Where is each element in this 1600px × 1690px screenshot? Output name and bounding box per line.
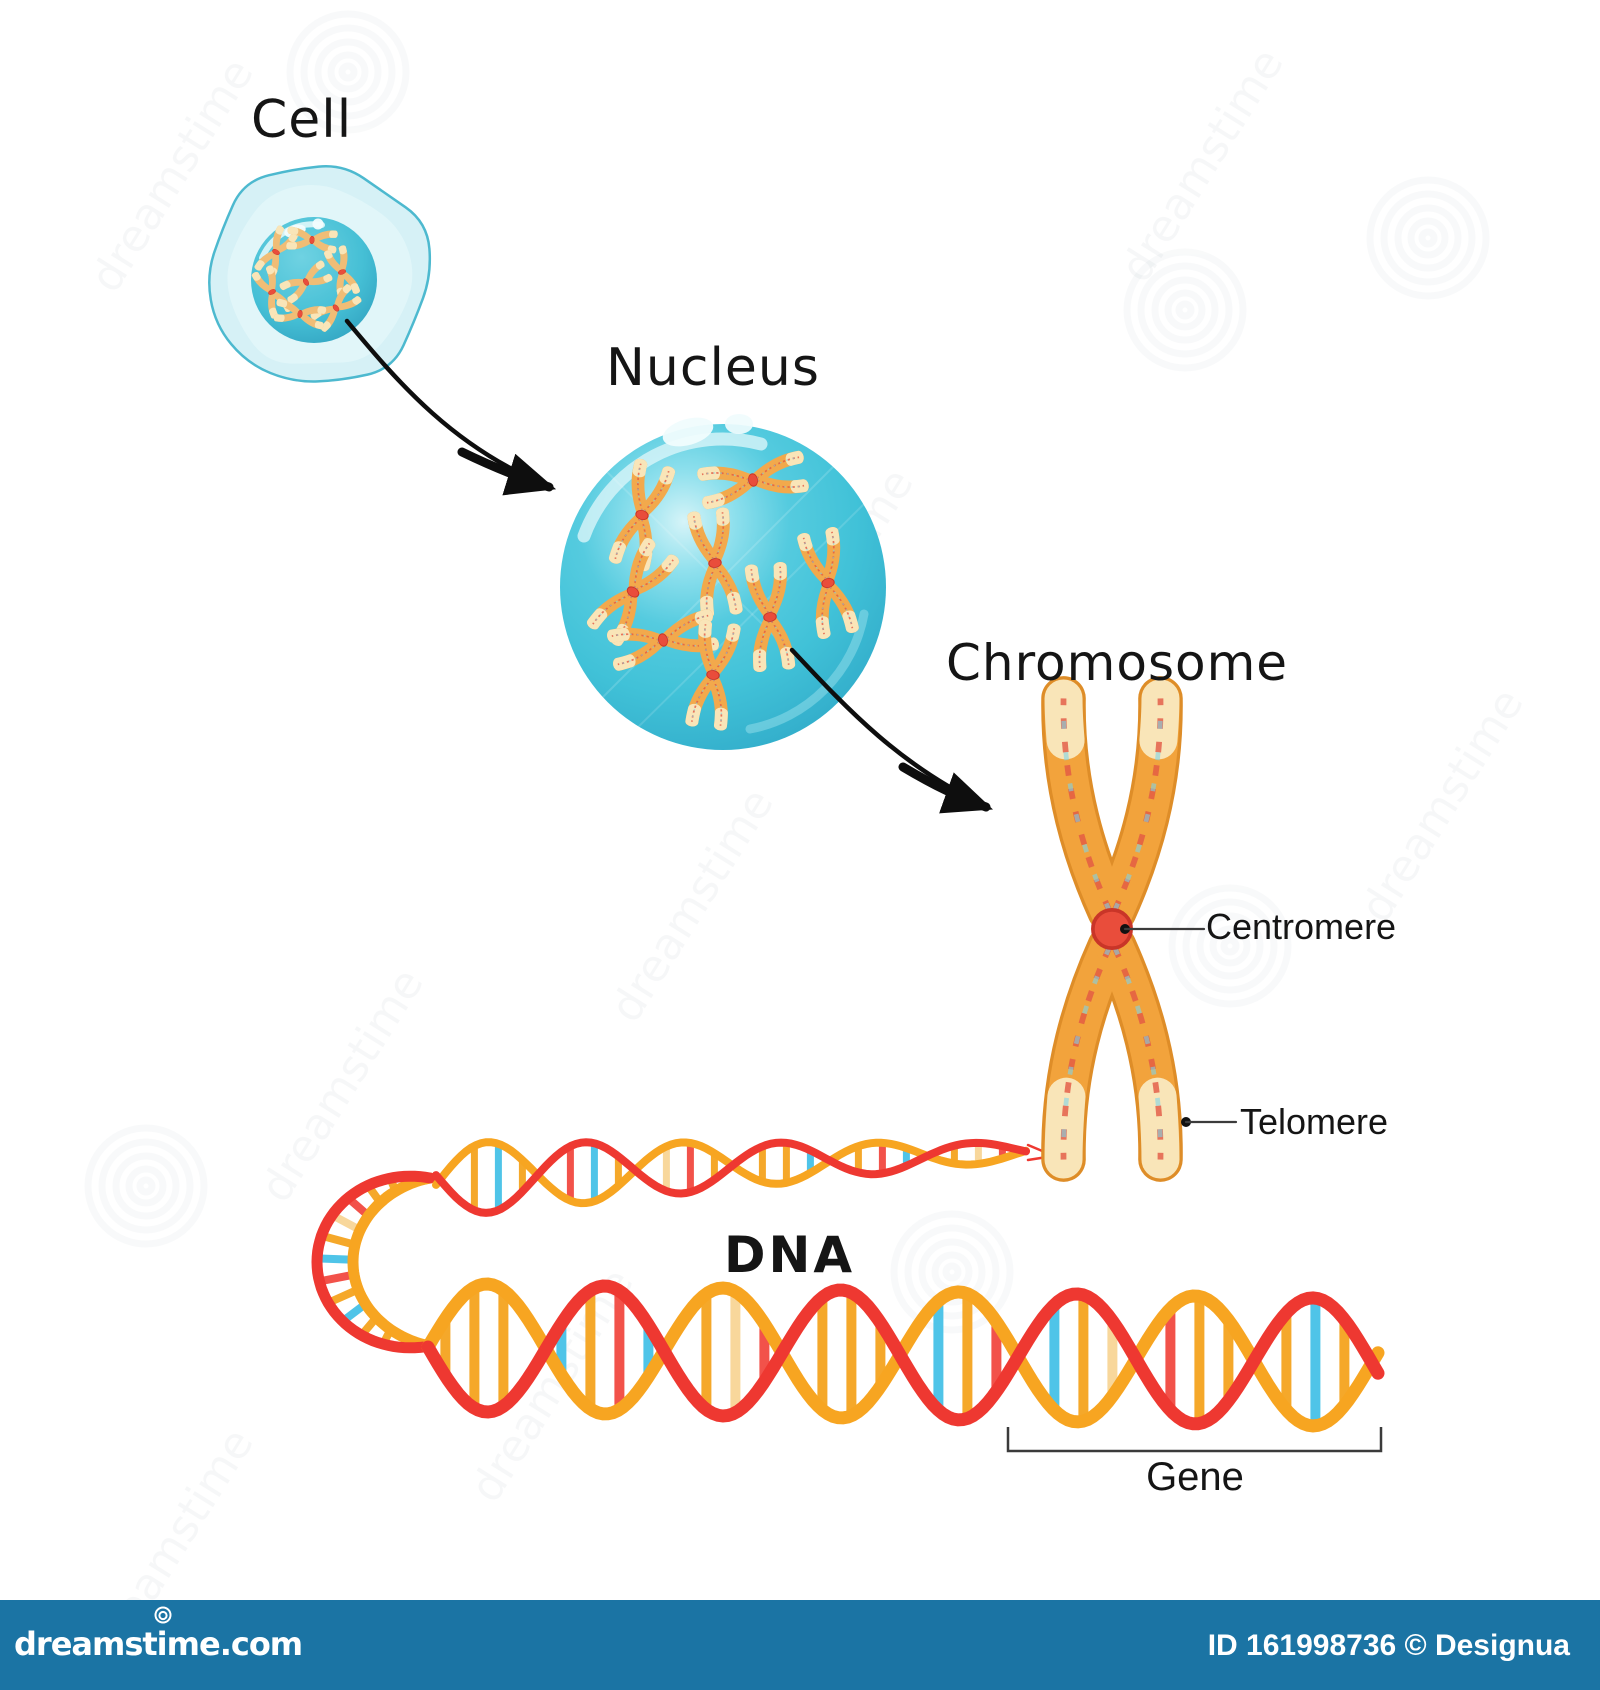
dreamstime-logo: dreamstime.com [14,1625,303,1663]
mini-chromosome [797,527,859,639]
cell-label: Cell [251,90,353,150]
mini-chromosome [586,538,680,646]
mini-chromosome [323,245,361,299]
chromosome-illustration [1041,676,1183,1182]
spiral-watermark [1123,248,1247,372]
spiral-watermark [286,10,410,134]
mini-chromosome [310,284,362,332]
chromosome-label: Chromosome [946,634,1289,692]
spiral-watermark [1168,884,1292,1008]
telomere-label: Telomere [1240,1101,1389,1142]
cell-illustration [208,164,432,383]
watermark-bar [0,1600,1600,1690]
mini-chromosome [279,260,333,304]
mini-chromosome [697,450,809,510]
logo-spiral-icon [154,1606,172,1624]
dna-label: DNA [724,1226,856,1284]
spiral-watermark [1366,176,1490,300]
centromere-leader-line [1120,924,1206,934]
mini-chromosome [273,298,327,330]
telomere-leader-line [1181,1117,1238,1127]
dna-helix [311,1138,1385,1433]
arrow-nucleus-to-chromosome [789,647,993,814]
gene-label: Gene [1146,1455,1244,1499]
spiral-watermark [84,1124,208,1248]
chromosome-body [1041,676,1183,1182]
spiral-watermark [890,1210,1014,1334]
centromere-label: Centromere [1206,906,1397,947]
gene-bracket [1006,1427,1383,1453]
mini-chromosome [685,619,741,731]
arrow-cell-to-nucleus [344,318,557,496]
image-credit: ID 161998736 © Designua [1207,1629,1570,1662]
spiral-watermark-layer [84,10,1490,1334]
mini-chromosome [286,226,338,254]
mini-chromosome [744,561,796,673]
nucleus-illustration [560,414,886,750]
nucleus-label: Nucleus [606,338,820,398]
